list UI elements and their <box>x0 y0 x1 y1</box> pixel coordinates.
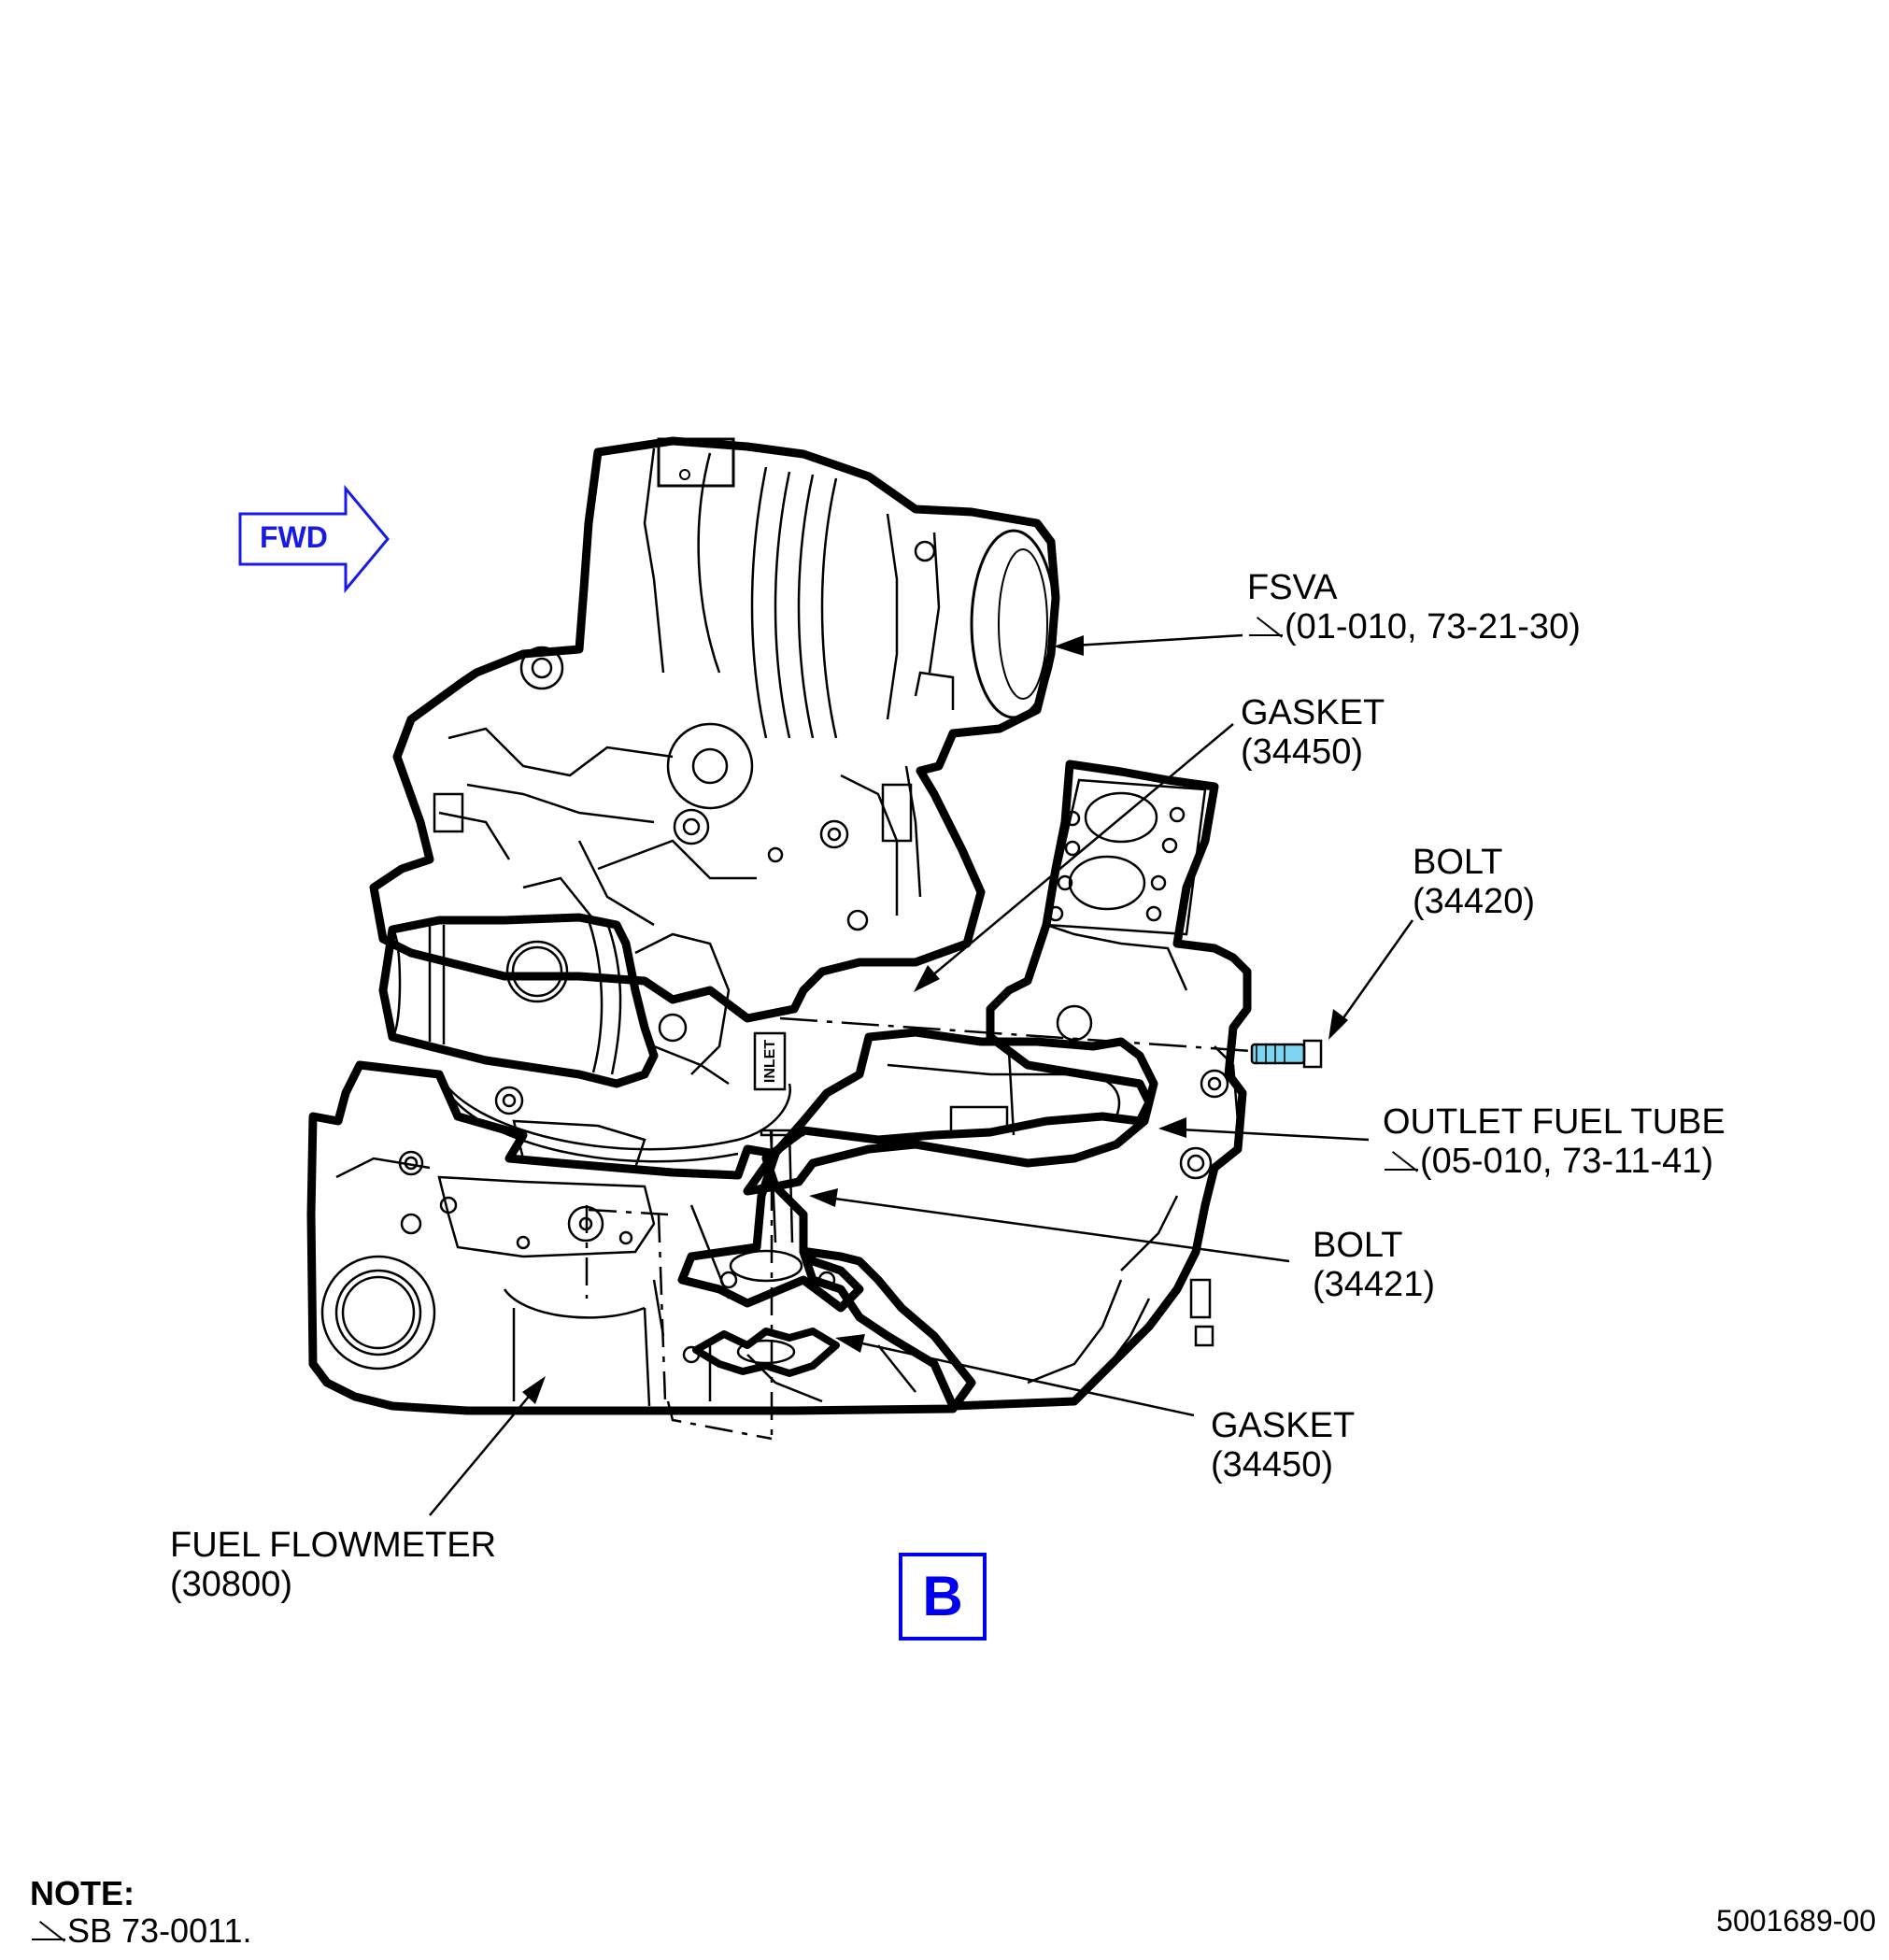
callout-gasket-top-ref: (34450) <box>1241 732 1363 772</box>
callout-fsva-ref: (01-010, 73-21-30) <box>1285 607 1581 646</box>
callout-gasket-bottom-ref: (34450) <box>1211 1445 1333 1484</box>
gasket-bottom-outline <box>692 1328 840 1377</box>
effectivity-triangle-icon <box>1247 612 1285 638</box>
effectivity-triangle-icon <box>1383 1146 1420 1172</box>
callout-bolt-34421: BOLT (34421) <box>1313 1226 1435 1304</box>
fuel-flowmeter-outline <box>306 1060 976 1415</box>
callout-outlet-fuel-tube: OUTLET FUEL TUBE (05-010, 73-11-41) <box>1383 1102 1726 1181</box>
callout-fsva: FSVA (01-010, 73-21-30) <box>1247 568 1581 646</box>
callout-outlet-fuel-tube-ref-row: (05-010, 73-11-41) <box>1383 1142 1726 1181</box>
left-cylinder-details <box>383 919 731 1086</box>
fwd-arrow-icon <box>238 484 390 594</box>
callout-gasket-top-title: GASKET <box>1241 693 1385 732</box>
callout-fuel-flowmeter: FUEL FLOWMETER (30800) <box>170 1526 496 1604</box>
callout-fsva-title: FSVA <box>1247 568 1338 607</box>
callout-gasket-top: GASKET (34450) <box>1241 693 1385 772</box>
callout-bolt-34420-ref: (34420) <box>1413 882 1535 921</box>
callout-fuel-flowmeter-title: FUEL FLOWMETER <box>170 1526 497 1565</box>
drawing-number: 5001689-00 <box>1716 1904 1876 1938</box>
inlet-marking-box <box>753 1031 787 1091</box>
note-text: SB 73-0011. <box>67 1911 252 1950</box>
leader-lines <box>429 633 1414 1516</box>
inlet-marking: INLET <box>762 1040 778 1083</box>
right-bracket-details <box>1027 791 1240 1385</box>
callout-outlet-fuel-tube-title: OUTLET FUEL TUBE <box>1383 1102 1726 1142</box>
callout-outlet-fuel-tube-ref: (05-010, 73-11-41) <box>1420 1142 1714 1181</box>
bolt-axis-line <box>779 1016 1253 1053</box>
callout-bolt-34420-title: BOLT <box>1413 843 1503 882</box>
callout-bolt-34420: BOLT (34420) <box>1413 843 1535 921</box>
note-text-row: SB 73-0011. <box>30 1911 251 1951</box>
fsva-end-cap <box>970 529 1058 719</box>
arrowheads <box>522 635 1348 1404</box>
fuel-flowmeter-details <box>320 1150 916 1407</box>
fsva-outline <box>369 436 1060 1023</box>
fsva-ribs <box>643 447 941 739</box>
note-title: NOTE: <box>30 1874 135 1912</box>
left-cylinder-outline <box>378 913 659 1088</box>
callout-bolt-34421-title: BOLT <box>1313 1226 1403 1265</box>
flange-details <box>719 1129 836 1289</box>
effectivity-triangle-icon <box>30 1916 67 1942</box>
outlet-fuel-tube-details <box>887 1050 1121 1136</box>
gasket-top-outline <box>1044 778 1207 936</box>
callout-fuel-flowmeter-ref: (30800) <box>170 1565 292 1604</box>
callout-bolt-34421-ref: (34421) <box>1313 1265 1435 1304</box>
callout-gasket-bottom-title: GASKET <box>1211 1406 1356 1445</box>
valve-body-details <box>433 540 955 931</box>
alignment-lines <box>585 1130 774 1441</box>
fwd-label: FWD <box>260 520 328 554</box>
callout-fsva-ref-row: (01-010, 73-21-30) <box>1247 607 1581 646</box>
view-label: B <box>899 1553 987 1640</box>
right-bracket-outline <box>761 760 1252 1411</box>
callout-gasket-bottom: GASKET (34450) <box>1211 1406 1355 1484</box>
mid-ring-details <box>437 1073 791 1170</box>
bolt-34420-part <box>1250 1039 1323 1069</box>
